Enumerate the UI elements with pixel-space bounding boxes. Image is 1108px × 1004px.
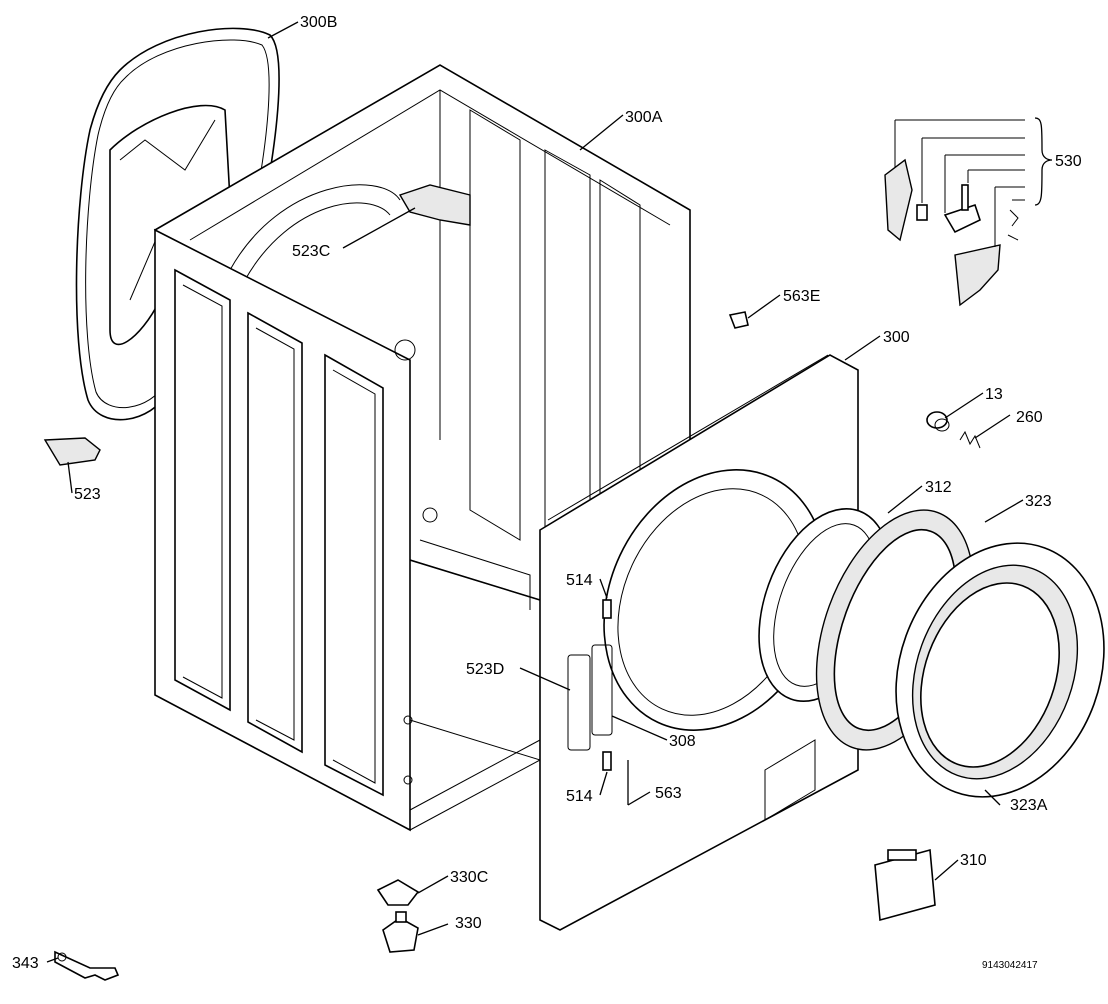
label-260: 260 xyxy=(1016,409,1043,426)
label-530: 530 xyxy=(1055,153,1082,170)
leader-lines xyxy=(46,21,1053,963)
part-514-screw-b xyxy=(602,751,612,771)
label-312: 312 xyxy=(925,479,952,496)
label-310: 310 xyxy=(960,852,987,869)
part-260-spring xyxy=(959,430,981,449)
part-523-lock-bracket xyxy=(43,437,101,466)
label-514-bottom: 514 xyxy=(566,788,593,805)
part-300A-cabinet xyxy=(153,64,691,832)
label-563E: 563E xyxy=(783,288,820,305)
label-300A: 300A xyxy=(625,109,663,126)
label-330C: 330C xyxy=(450,869,488,886)
label-523C: 523C xyxy=(292,243,330,260)
label-300B: 300B xyxy=(300,14,337,31)
label-323A: 323A xyxy=(1010,797,1048,814)
label-523D: 523D xyxy=(466,661,504,678)
label-523: 523 xyxy=(74,486,101,503)
part-330-foot xyxy=(382,911,419,953)
label-514-top: 514 xyxy=(566,572,593,589)
label-563: 563 xyxy=(655,785,682,802)
label-330: 330 xyxy=(455,915,482,932)
part-343-wrench xyxy=(54,950,120,981)
label-323: 323 xyxy=(1025,493,1052,510)
label-308: 308 xyxy=(669,733,696,750)
label-13: 13 xyxy=(985,386,1003,403)
part-514-screw-a xyxy=(602,599,612,619)
part-323A-door-outer-ring xyxy=(895,542,1105,798)
diagram-code: 9143042417 xyxy=(982,960,1038,971)
part-330C-foot-nut xyxy=(376,879,420,906)
part-310-filter-cover xyxy=(874,848,936,922)
part-563E-clip xyxy=(728,311,749,329)
label-343: 343 xyxy=(12,955,39,972)
part-labels: 300B 300A 523C 530 563E 300 13 260 523 3… xyxy=(12,14,1082,972)
part-13-bushing xyxy=(926,411,950,432)
label-300: 300 xyxy=(883,329,910,346)
part-530-hinge-assembly xyxy=(884,158,1019,307)
